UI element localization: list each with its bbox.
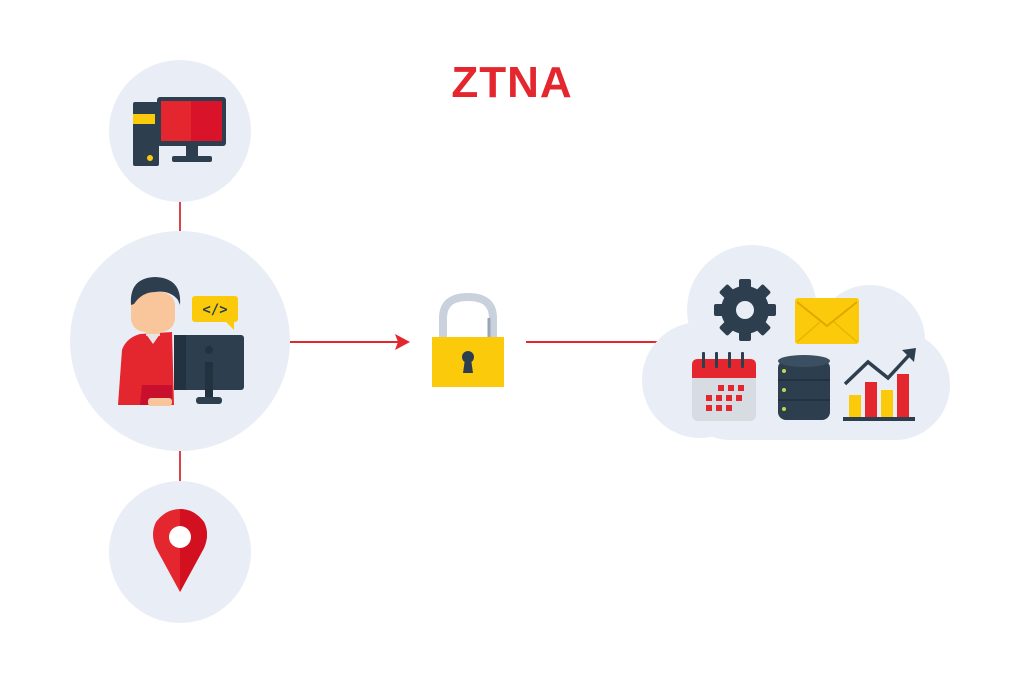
padlock-icon <box>432 292 504 387</box>
desktop-computer-icon <box>133 97 226 166</box>
email-icon <box>795 298 859 344</box>
location-pin-icon <box>153 509 207 592</box>
gear-icon <box>714 279 776 341</box>
developer-icon: </> <box>118 277 244 406</box>
user-node: </> <box>70 231 290 451</box>
arrow-user-to-lock <box>290 334 410 350</box>
growth-chart-icon <box>843 348 916 421</box>
diagram-title: ZTNA <box>451 58 573 107</box>
database-icon <box>778 355 830 420</box>
location-node <box>109 481 251 623</box>
code-bubble-text: </> <box>202 302 227 318</box>
cloud-node <box>642 245 950 440</box>
calendar-icon <box>692 352 756 421</box>
device-node <box>109 60 251 202</box>
